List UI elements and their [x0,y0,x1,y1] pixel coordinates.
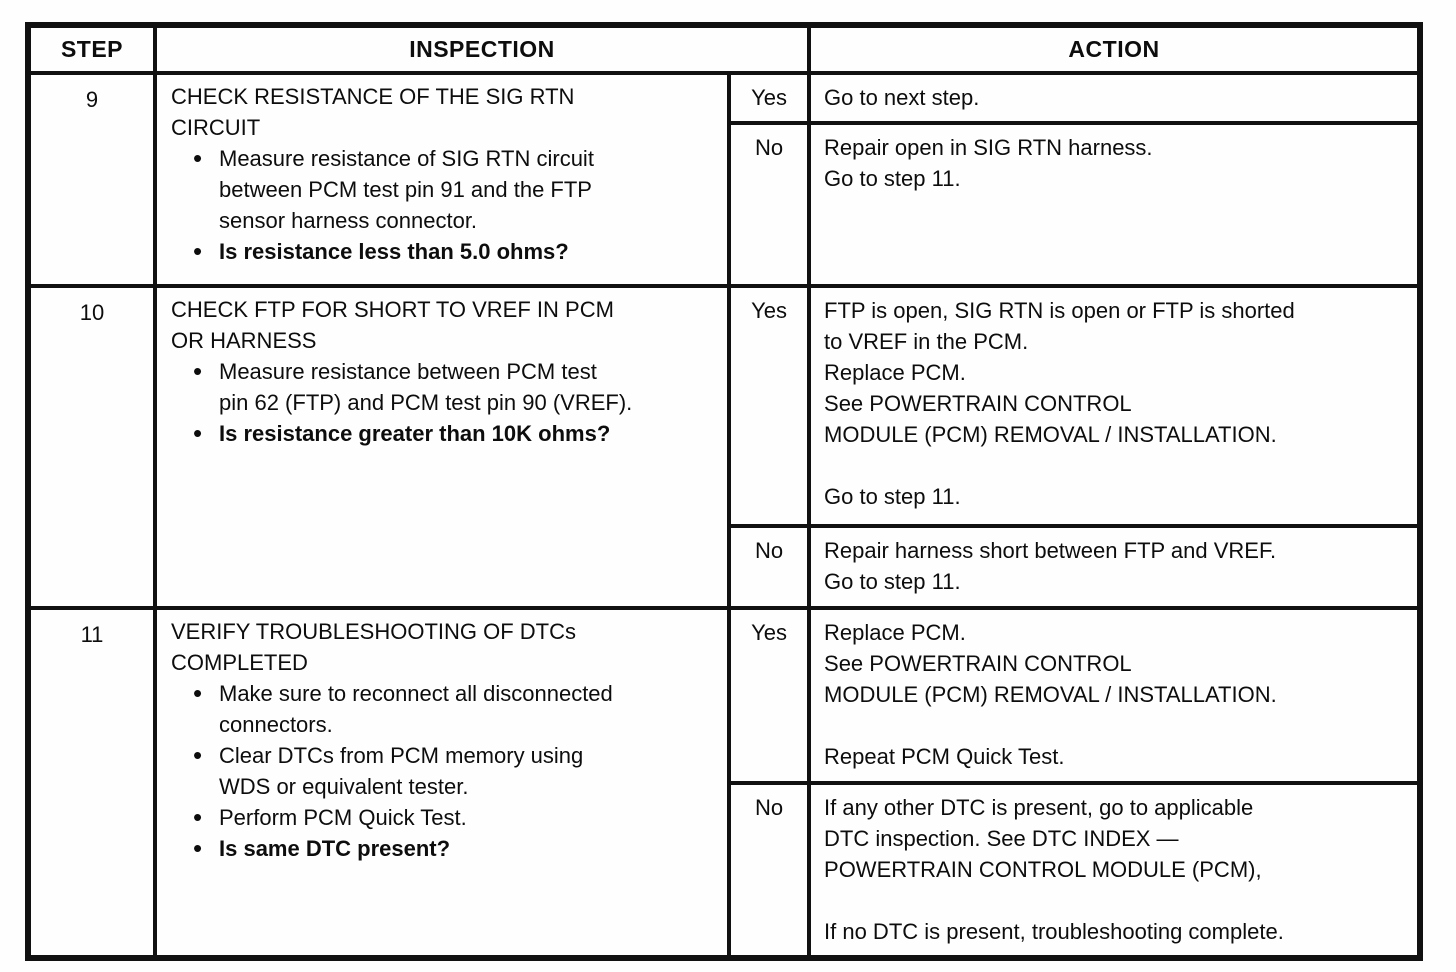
bullet-icon: • [193,356,203,386]
inspection-title: VERIFY TROUBLESHOOTING OF DTCs COMPLETED [171,619,577,675]
inspection-question-text: Is resistance greater than 10K ohms? [219,421,611,446]
inspection-question-text: Is resistance less than 5.0 ohms? [219,239,569,264]
inspection-bullet-text: Measure resistance between PCM test pin … [219,359,633,415]
table-row-step10-no: No Repair harness short between FTP and … [28,524,1423,610]
inspection-bullet-text: Make sure to reconnect all disconnected … [219,681,613,737]
inspection-question-text: Is same DTC present? [219,836,451,861]
answer-cell-no: No [726,781,812,960]
table-row-step11-no: No If any other DTC is present, go to ap… [28,781,1423,960]
step-number-cell: 9 [26,71,157,288]
inspection-bullet-text: Perform PCM Quick Test. [219,805,467,830]
table-row-step11-yes: 11 VERIFY TROUBLESHOOTING OF DTCs COMPLE… [26,606,1423,960]
list-item: • Make sure to reconnect all disconnecte… [169,678,719,740]
table-header-row: STEP INSPECTION ACTION [26,23,1423,75]
inspection-cell: CHECK FTP FOR SHORT TO VREF IN PCM OR HA… [153,284,731,610]
inspection-title: CHECK FTP FOR SHORT TO VREF IN PCM OR HA… [171,297,614,353]
inspection-cell: VERIFY TROUBLESHOOTING OF DTCs COMPLETED… [153,606,731,960]
action-cell: Repair harness short between FTP and VRE… [807,524,1423,610]
inspection-bullet-text: Clear DTCs from PCM memory using WDS or … [219,743,584,799]
answer-cell-yes: Yes [726,284,812,528]
bullet-icon: • [193,236,203,266]
step-number-cell: 10 [26,284,157,610]
bullet-icon: • [193,678,203,708]
inspection-bullet-text: Measure resistance of SIG RTN circuit be… [219,146,594,233]
inspection-cell: CHECK RESISTANCE OF THE SIG RTN CIRCUIT … [153,71,731,288]
list-item: • Measure resistance of SIG RTN circuit … [169,143,719,236]
action-cell: Repair open in SIG RTN harness. Go to st… [807,121,1423,288]
answer-cell-no: No [726,121,812,288]
table-row-step9-no: No Repair open in SIG RTN harness. Go to… [28,121,1423,288]
list-item: • Measure resistance between PCM test pi… [169,356,719,418]
list-item: • Is same DTC present? [169,833,719,864]
troubleshooting-table: STEP INSPECTION ACTION 9 CHECK RESISTANC… [25,22,1424,961]
list-item: • Perform PCM Quick Test. [169,802,719,833]
column-header-step: STEP [26,23,157,75]
answer-cell-yes: Yes [726,606,812,785]
bullet-icon: • [193,143,203,173]
column-header-action: ACTION [807,23,1423,75]
action-cell: FTP is open, SIG RTN is open or FTP is s… [807,284,1423,528]
action-cell: Replace PCM. See POWERTRAIN CONTROL MODU… [807,606,1423,785]
table-row-step10-yes: 10 CHECK FTP FOR SHORT TO VREF IN PCM OR… [26,284,1423,610]
action-cell: Go to next step. [807,71,1423,125]
list-item: • Clear DTCs from PCM memory using WDS o… [169,740,719,802]
bullet-icon: • [193,833,203,863]
bullet-icon: • [193,802,203,832]
action-cell: If any other DTC is present, go to appli… [807,781,1423,960]
answer-cell-no: No [726,524,812,610]
bullet-icon: • [193,418,203,448]
answer-cell-yes: Yes [726,71,812,125]
list-item: • Is resistance less than 5.0 ohms? [169,236,719,267]
column-header-inspection: INSPECTION [152,23,812,75]
bullet-icon: • [193,740,203,770]
list-item: • Is resistance greater than 10K ohms? [169,418,719,449]
step-number-cell: 11 [26,606,157,960]
table-row-step9-yes: 9 CHECK RESISTANCE OF THE SIG RTN CIRCUI… [26,71,1423,288]
inspection-title: CHECK RESISTANCE OF THE SIG RTN CIRCUIT [171,84,575,140]
